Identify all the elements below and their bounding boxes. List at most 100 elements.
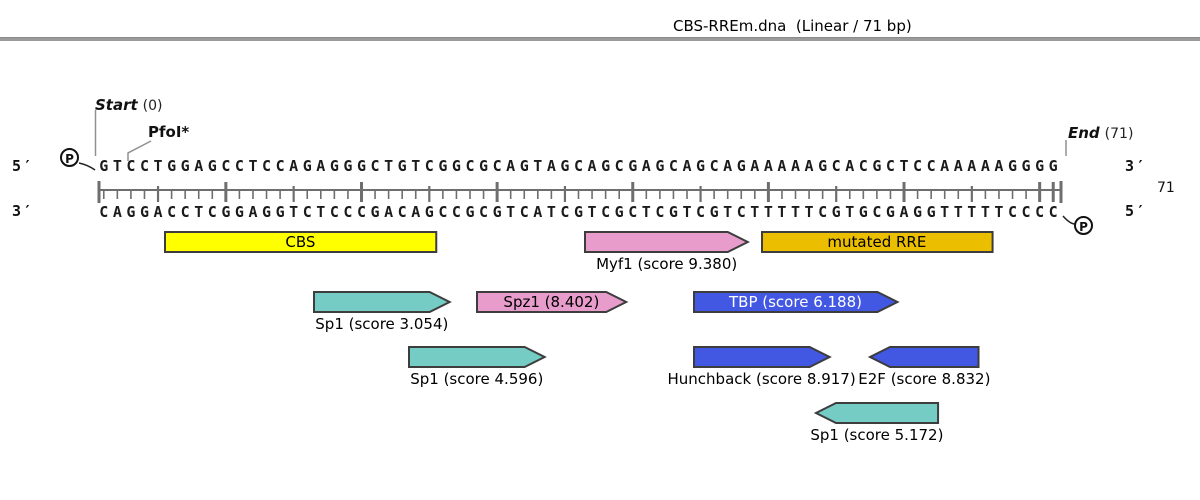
feature-spz1[interactable]: Spz1 (8.402) (475, 291, 629, 313)
feature-shape[interactable] (163, 231, 438, 253)
base: G (207, 157, 217, 175)
base: A (940, 157, 950, 175)
feature-e2f[interactable]: E2F (score 8.832) (858, 346, 990, 388)
base: A (953, 157, 963, 175)
feature-sp1-5172[interactable]: Sp1 (score 5.172) (810, 402, 943, 444)
feature-label: TBP (score 6.188) (729, 293, 862, 311)
end-annotation: End(71) (1068, 123, 1133, 142)
base: T (587, 203, 597, 221)
feature-sp1-3054[interactable]: Sp1 (score 3.054) (313, 291, 452, 333)
base: A (384, 203, 394, 221)
base: G (1007, 157, 1017, 175)
feature-shape[interactable] (760, 231, 994, 253)
base: C (913, 157, 923, 175)
base: G (668, 203, 678, 221)
right-phosphate-connector (1062, 215, 1076, 225)
base: A (194, 157, 204, 175)
feature-shape[interactable] (867, 346, 980, 368)
feature-mutated-rre[interactable]: mutated RRE (760, 231, 994, 253)
base: C (234, 157, 244, 175)
base: T (194, 203, 204, 221)
feature-hunchback[interactable]: Hunchback (score 8.917) (668, 346, 856, 388)
feature-label: CBS (285, 233, 316, 251)
base: A (411, 203, 421, 221)
feature-label: Spz1 (8.402) (503, 293, 600, 311)
feature-tbp[interactable]: TBP (score 6.188) (692, 291, 900, 313)
base: C (275, 157, 285, 175)
base: C (831, 157, 841, 175)
base: T (940, 203, 950, 221)
base: G (655, 157, 665, 175)
base: C (397, 203, 407, 221)
base: T (777, 203, 787, 221)
base: G (628, 157, 638, 175)
base: A (899, 203, 909, 221)
start-position: (0) (142, 98, 163, 114)
feature-shape[interactable] (584, 231, 751, 253)
feature-shape[interactable] (313, 291, 452, 313)
base: A (506, 157, 516, 175)
pfoi-leader-line (127, 140, 152, 161)
base: G (872, 157, 882, 175)
base: T (411, 157, 421, 175)
base: C (1007, 203, 1017, 221)
base: T (546, 203, 556, 221)
base: C (1035, 203, 1045, 221)
feature-myf1[interactable]: Myf1 (score 9.380) (584, 231, 751, 273)
base: T (967, 203, 977, 221)
feature-sp1-4596[interactable]: Sp1 (score 4.596) (407, 346, 547, 388)
base: C (614, 157, 624, 175)
base: T (506, 203, 516, 221)
base: C (438, 203, 448, 221)
feature-shape[interactable] (692, 346, 832, 368)
base: C (451, 203, 461, 221)
base: G (709, 203, 719, 221)
base: G (438, 157, 448, 175)
base: G (479, 157, 489, 175)
feature-label: mutated RRE (827, 233, 927, 251)
base: C (668, 157, 678, 175)
base: A (723, 157, 733, 175)
base: T (994, 203, 1004, 221)
top-strand-3prime-label: 3′ (1125, 157, 1148, 175)
base: C (601, 203, 611, 221)
base: A (153, 203, 163, 221)
base: C (573, 157, 583, 175)
base: T (248, 157, 258, 175)
base: G (302, 157, 312, 175)
base: G (139, 203, 149, 221)
base: G (696, 157, 706, 175)
base: C (329, 203, 339, 221)
base: C (1021, 203, 1031, 221)
feature-label: Myf1 (score 9.380) (596, 255, 738, 273)
feature-shape[interactable] (407, 346, 547, 368)
base: A (248, 203, 258, 221)
base: C (262, 157, 272, 175)
base: T (682, 203, 692, 221)
base: G (1021, 157, 1031, 175)
bottom-strand-5prime-label: 5′ (1125, 202, 1148, 220)
base: A (641, 157, 651, 175)
base: A (750, 157, 760, 175)
base: C (519, 203, 529, 221)
base: C (139, 157, 149, 175)
base: G (601, 157, 611, 175)
feature-shape[interactable] (813, 402, 939, 424)
base: G (451, 157, 461, 175)
feature-shape[interactable] (475, 291, 629, 313)
base: C (885, 157, 895, 175)
base: G (424, 203, 434, 221)
base: G (519, 157, 529, 175)
base: G (465, 203, 475, 221)
top-strand-5prime-label: 5′ (12, 157, 35, 175)
enzyme-site-label-pfoi[interactable]: PfoI* (148, 123, 190, 141)
feature-shape[interactable] (692, 291, 900, 313)
base: C (465, 157, 475, 175)
base: T (316, 203, 326, 221)
feature-cbs[interactable]: CBS (163, 231, 438, 253)
end-position: (71) (1104, 126, 1134, 142)
base: A (763, 157, 773, 175)
